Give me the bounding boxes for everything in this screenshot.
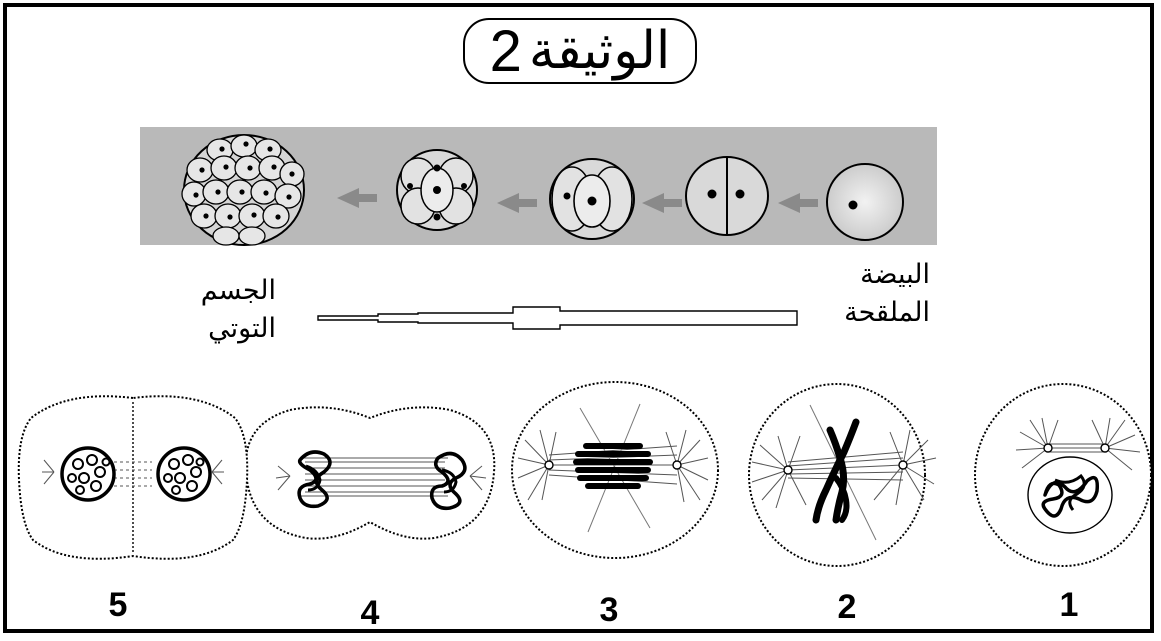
eight-cell-stage (397, 150, 477, 230)
phase-number-4: 4 (350, 594, 390, 633)
fertilized-egg-label: البيضة الملقحة (790, 256, 930, 332)
morula-stage (182, 135, 304, 245)
stage-arrow (778, 193, 818, 213)
stage-arrow (642, 193, 682, 213)
segmentation-arrow (318, 307, 797, 329)
fertilized-egg-label-line2: الملقحة (790, 294, 930, 332)
prophase-cell (975, 384, 1151, 566)
stage-arrow (497, 193, 537, 213)
metaphase-cell (749, 384, 936, 566)
fertilized-egg-label-line1: البيضة (790, 256, 930, 294)
cytokinesis-cell (19, 396, 248, 559)
phase-number-3: 3 (589, 591, 629, 630)
four-cell-stage (550, 159, 634, 239)
two-cell-stage (686, 157, 768, 235)
morula-label-line2: التوتي (150, 310, 276, 348)
anaphase-cell (512, 382, 718, 558)
phase-number-5: 5 (98, 586, 138, 625)
phase-number-1: 1 (1049, 586, 1089, 625)
phase-number-2: 2 (827, 588, 867, 627)
telophase-cell (246, 407, 495, 538)
morula-label: الجسم التوتي (150, 272, 276, 348)
morula-label-line1: الجسم (150, 272, 276, 310)
stage-arrow (337, 188, 377, 208)
zygote-cell (827, 164, 903, 240)
